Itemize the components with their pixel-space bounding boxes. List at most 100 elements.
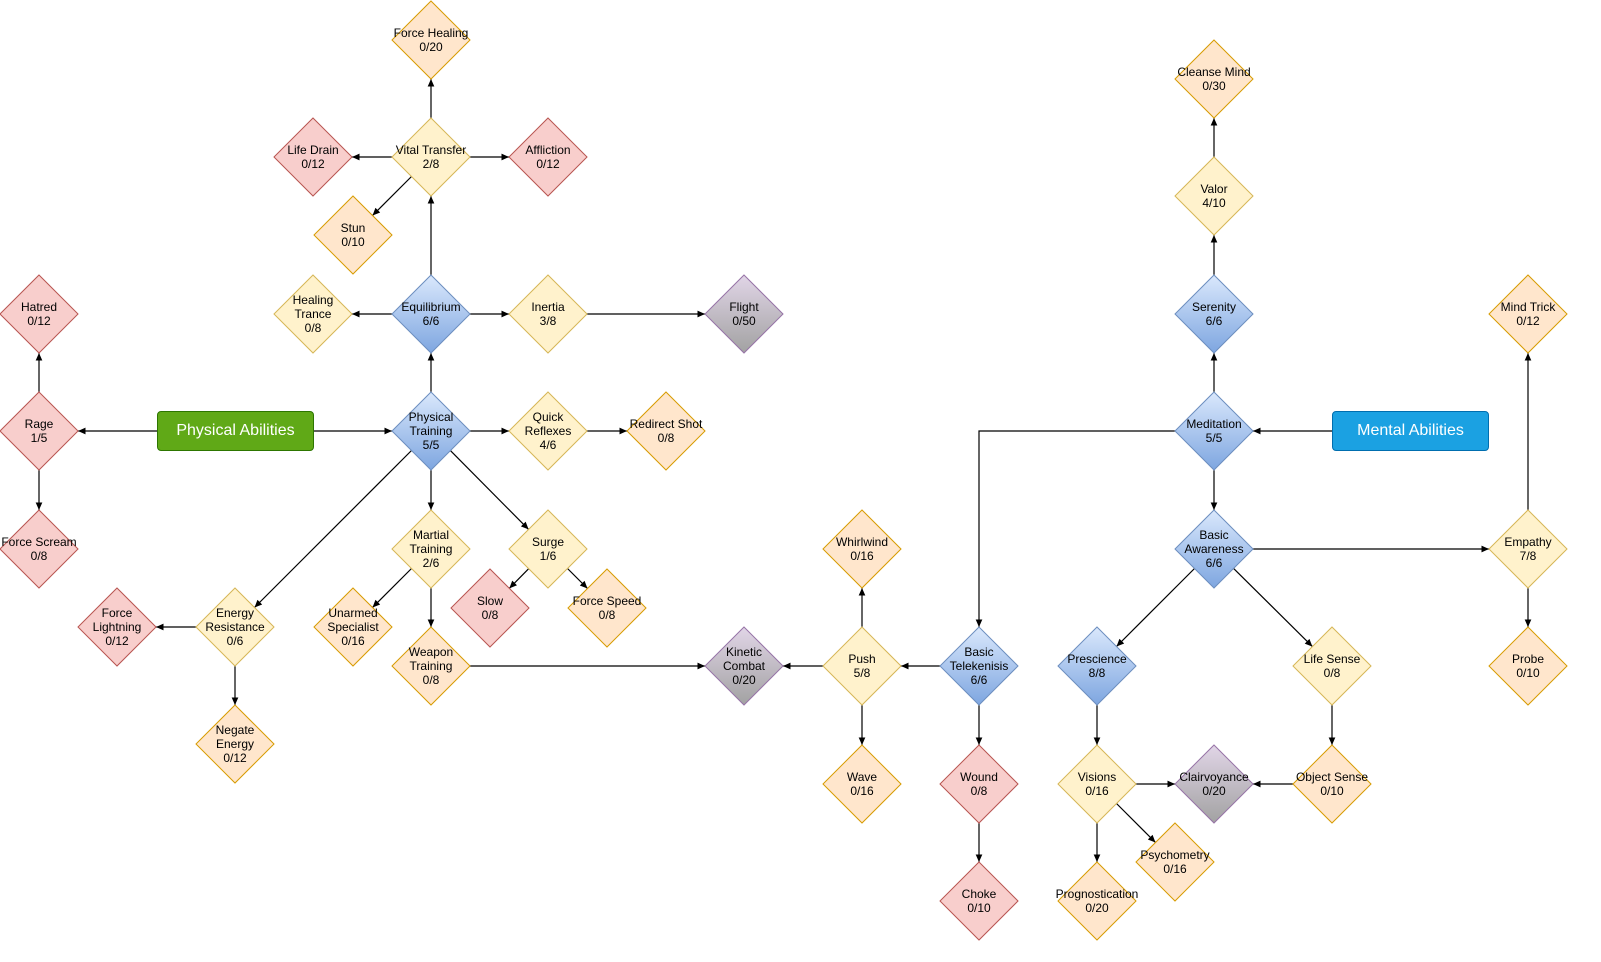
edge-visions-to-psychometry	[1116, 803, 1156, 843]
mental-abilities-button[interactable]: Mental Abilities	[1332, 411, 1489, 451]
diamond-shape	[450, 568, 530, 648]
skill-node-empathy[interactable]: Empathy 7/8	[1488, 509, 1568, 589]
edge-basic-awareness-to-prescience	[1116, 568, 1195, 647]
diamond-shape	[1057, 626, 1137, 706]
skill-node-basic-awareness[interactable]: Basic Awareness 6/6	[1174, 509, 1254, 589]
skill-node-weapon-training[interactable]: Weapon Training 0/8	[391, 626, 471, 706]
diamond-shape	[626, 391, 706, 471]
skill-node-prognostication[interactable]: Prognostication 0/20	[1056, 861, 1138, 941]
diamond-shape	[0, 391, 79, 471]
diamond-shape	[1135, 822, 1215, 902]
skill-node-kinetic-combat[interactable]: Kinetic Combat 0/20	[704, 626, 784, 706]
diamond-shape	[508, 509, 588, 589]
diamond-shape	[1174, 744, 1254, 824]
skill-node-valor[interactable]: Valor 4/10	[1174, 156, 1254, 236]
diamond-shape	[704, 626, 784, 706]
diamond-shape	[195, 704, 275, 784]
diamond-shape	[1488, 509, 1568, 589]
skill-node-visions[interactable]: Visions 0/16	[1057, 744, 1137, 824]
edge-basic-awareness-to-life-sense	[1233, 567, 1313, 648]
diamond-shape	[822, 509, 902, 589]
diamond-shape	[1488, 626, 1568, 706]
edge-surge-to-force-speed	[567, 568, 588, 589]
diamond-shape	[1292, 744, 1372, 824]
skill-node-stun[interactable]: Stun 0/10	[313, 195, 393, 275]
diamond-shape	[939, 861, 1019, 941]
skill-node-wave[interactable]: Wave 0/16	[822, 744, 902, 824]
diamond-shape	[704, 274, 784, 354]
skill-node-force-scream[interactable]: Force Scream 0/8	[0, 509, 79, 589]
skill-node-affliction[interactable]: Affliction 0/12	[508, 117, 588, 197]
skill-node-whirlwind[interactable]: Whirlwind 0/16	[822, 509, 902, 589]
skill-node-quick-reflexes[interactable]: Quick Reflexes 4/6	[508, 391, 588, 471]
diamond-shape	[391, 0, 471, 80]
skill-node-force-healing[interactable]: Force Healing 0/20	[391, 0, 471, 80]
diamond-shape	[1057, 861, 1137, 941]
edge-physical-training-to-surge	[449, 450, 530, 530]
skill-node-flight[interactable]: Flight 0/50	[704, 274, 784, 354]
skill-node-serenity[interactable]: Serenity 6/6	[1174, 274, 1254, 354]
skill-node-choke[interactable]: Choke 0/10	[939, 861, 1019, 941]
edge-meditation-to-basic-telekenisis	[975, 430, 1175, 627]
skill-node-prescience[interactable]: Prescience 8/8	[1057, 626, 1137, 706]
skill-node-rage[interactable]: Rage 1/5	[0, 391, 79, 471]
diamond-shape	[567, 568, 647, 648]
skill-node-force-speed[interactable]: Force Speed 0/8	[567, 568, 647, 648]
diamond-shape	[939, 626, 1019, 706]
skill-node-psychometry[interactable]: Psychometry 0/16	[1135, 822, 1215, 902]
skill-node-life-drain[interactable]: Life Drain 0/12	[273, 117, 353, 197]
diamond-shape	[391, 391, 471, 471]
diamond-shape	[391, 274, 471, 354]
diamond-shape	[391, 626, 471, 706]
diamond-shape	[822, 626, 902, 706]
skill-node-life-sense[interactable]: Life Sense 0/8	[1292, 626, 1372, 706]
diamond-shape	[1292, 626, 1372, 706]
diamond-shape	[313, 195, 393, 275]
edge-surge-to-slow	[508, 568, 530, 589]
skill-node-equilibrium[interactable]: Equilibrium 6/6	[391, 274, 471, 354]
skill-node-push[interactable]: Push 5/8	[822, 626, 902, 706]
skill-node-probe[interactable]: Probe 0/10	[1488, 626, 1568, 706]
diamond-shape	[508, 391, 588, 471]
skill-node-object-sense[interactable]: Object Sense 0/10	[1292, 744, 1372, 824]
skill-node-physical-training[interactable]: Physical Training 5/5	[391, 391, 471, 471]
skill-node-force-lightning[interactable]: Force Lightning 0/12	[77, 587, 157, 667]
skill-node-energy-resistance[interactable]: Energy Resistance 0/6	[195, 587, 275, 667]
diamond-shape	[0, 509, 79, 589]
diamond-shape	[273, 274, 353, 354]
diamond-shape	[1174, 156, 1254, 236]
diamond-shape	[195, 587, 275, 667]
skill-node-basic-telekenisis[interactable]: Basic Telekenisis 6/6	[939, 626, 1019, 706]
diamond-shape	[0, 274, 79, 354]
skill-node-hatred[interactable]: Hatred 0/12	[0, 274, 79, 354]
diamond-shape	[1174, 391, 1254, 471]
skill-node-negate-energy[interactable]: Negate Energy 0/12	[195, 704, 275, 784]
diamond-shape	[313, 587, 393, 667]
diamond-shape	[77, 587, 157, 667]
diamond-shape	[1488, 274, 1568, 354]
diamond-shape	[508, 117, 588, 197]
skill-node-healing-trance[interactable]: Healing Trance 0/8	[273, 274, 353, 354]
edge-physical-training-to-energy-resistance	[254, 450, 412, 608]
skill-node-meditation[interactable]: Meditation 5/5	[1174, 391, 1254, 471]
diamond-shape	[273, 117, 353, 197]
diamond-shape	[508, 274, 588, 354]
skill-node-vital-transfer[interactable]: Vital Transfer 2/8	[391, 117, 471, 197]
skill-node-clairvoyance[interactable]: Clairvoyance 0/20	[1174, 744, 1254, 824]
skill-node-mind-trick[interactable]: Mind Trick 0/12	[1488, 274, 1568, 354]
diamond-shape	[1174, 509, 1254, 589]
skill-node-cleanse-mind[interactable]: Cleanse Mind 0/30	[1174, 39, 1254, 119]
skill-node-redirect-shot[interactable]: Redirect Shot 0/8	[626, 391, 706, 471]
skill-node-wound[interactable]: Wound 0/8	[939, 744, 1019, 824]
edge-vital-transfer-to-stun	[372, 176, 412, 216]
skill-node-unarmed-specialist[interactable]: Unarmed Specialist 0/16	[313, 587, 393, 667]
physical-abilities-button[interactable]: Physical Abilities	[157, 411, 314, 451]
edge-martial-training-to-unarmed-specialist	[372, 568, 412, 608]
diamond-shape	[391, 117, 471, 197]
diamond-shape	[939, 744, 1019, 824]
diamond-shape	[1057, 744, 1137, 824]
diamond-shape	[1174, 274, 1254, 354]
skill-node-inertia[interactable]: Inertia 3/8	[508, 274, 588, 354]
